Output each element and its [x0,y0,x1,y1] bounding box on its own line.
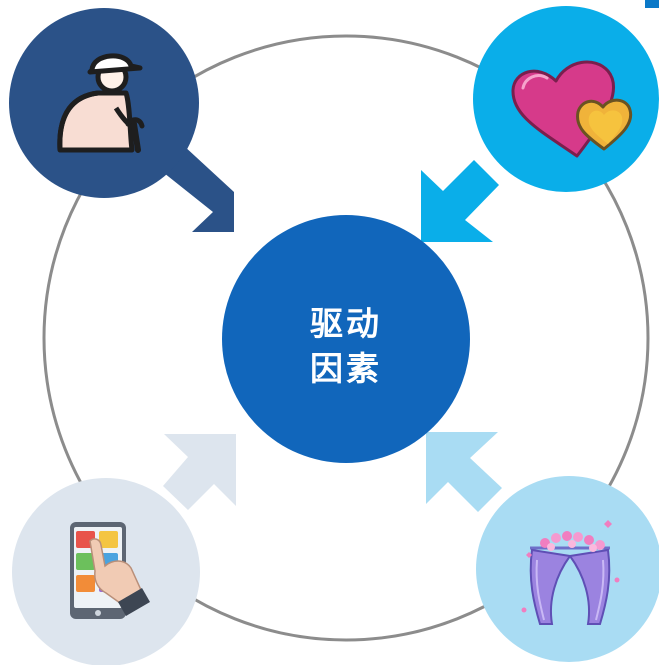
arrow-top-left [159,145,234,232]
wedding-curtain-icon [521,520,620,625]
center-circle [222,215,470,463]
corner-accent [645,0,659,8]
arrow-bottom-left [163,434,236,510]
hearts-icon [511,60,633,158]
node-elderly [9,8,199,198]
center-label-line1: 驱动 [310,304,382,343]
center-label-line2: 因素 [310,349,382,388]
arrow-bottom-right [426,432,502,512]
arrow-top-right [421,160,499,242]
mobile-touch-icon [70,522,150,619]
node-mobile [12,478,200,665]
outer-ring [42,34,650,642]
node-love [473,6,659,192]
elderly-person-icon [57,53,145,153]
node-wedding [476,476,659,662]
